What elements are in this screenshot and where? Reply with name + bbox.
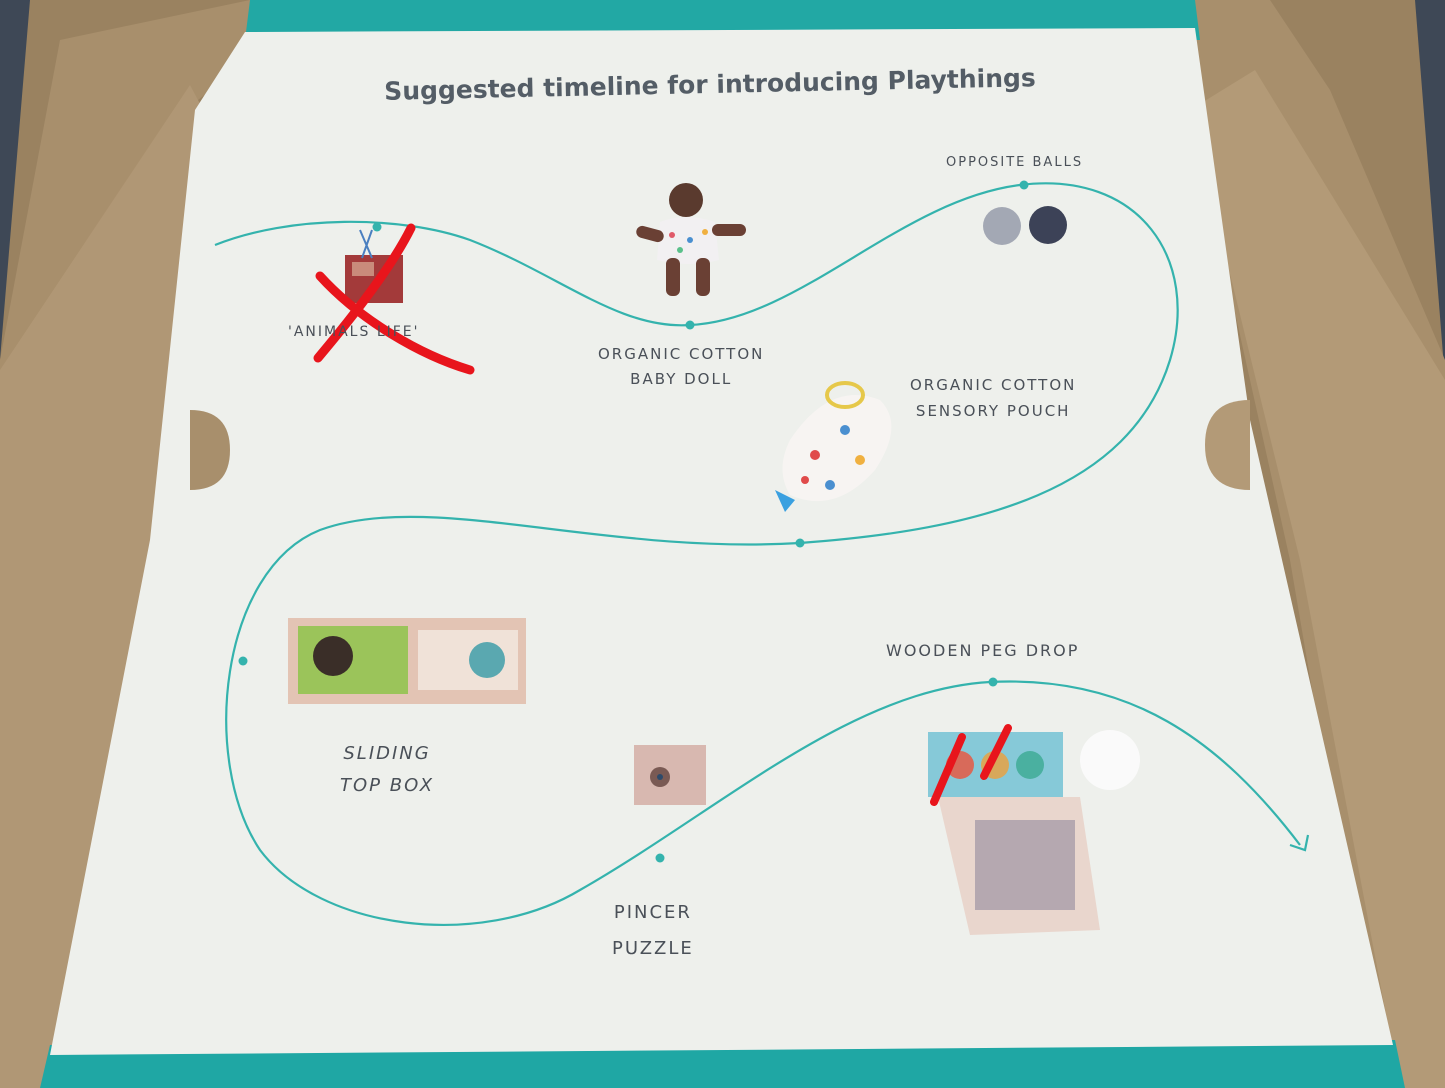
timeline-dot [655,853,665,863]
right-notch [1205,400,1250,490]
baby-doll-image [636,183,746,296]
red-marker-cross [313,223,475,375]
peg-drop-label: WOODEN PEG DROP [886,641,1080,660]
timeline-dot [372,222,382,232]
red-marker-double-slash [930,724,1012,806]
pincer-puzzle-label-line1: PINCER [613,902,692,923]
timeline-dot [795,538,805,548]
sensory-pouch-label-line2: SENSORY POUCH [915,402,1071,420]
timeline-arrowhead [1289,834,1310,852]
sensory-pouch-image [775,381,892,512]
pincer-puzzle-label: PINCER PUZZLE [612,895,694,967]
paper-sheet [50,28,1393,1055]
timeline-dot [988,677,998,687]
opposite-ball-light-image [983,207,1021,245]
baby-doll-label-line1: ORGANIC COTTON [598,345,765,363]
opposite-balls-label: OPPOSITE BALLS [946,155,1084,170]
pincer-puzzle-label-line2: PUZZLE [612,938,694,959]
timeline-dot [685,320,695,330]
pincer-puzzle-image [634,745,706,805]
baby-doll-label-line2: BABY DOLL [630,370,733,388]
left-notch [190,410,230,490]
baby-doll-label: ORGANIC COTTON BABY DOLL [598,342,764,392]
timeline-dot [1019,180,1029,190]
sliding-box-label-line2: TOP BOX [340,775,435,796]
sensory-pouch-label-line1: ORGANIC COTTON [910,376,1077,394]
sensory-pouch-label: ORGANIC COTTON SENSORY POUCH [910,372,1076,424]
animals-life-label: 'ANIMALS LIFE' [288,324,420,340]
opposite-ball-dark-image [1029,206,1067,244]
sliding-box-label: SLIDING TOP BOX [340,738,434,802]
sliding-box-label-line1: SLIDING [343,743,431,764]
timeline-dot [238,656,248,666]
right-flap-inner [1190,70,1445,1088]
sliding-top-box-image [288,618,526,704]
